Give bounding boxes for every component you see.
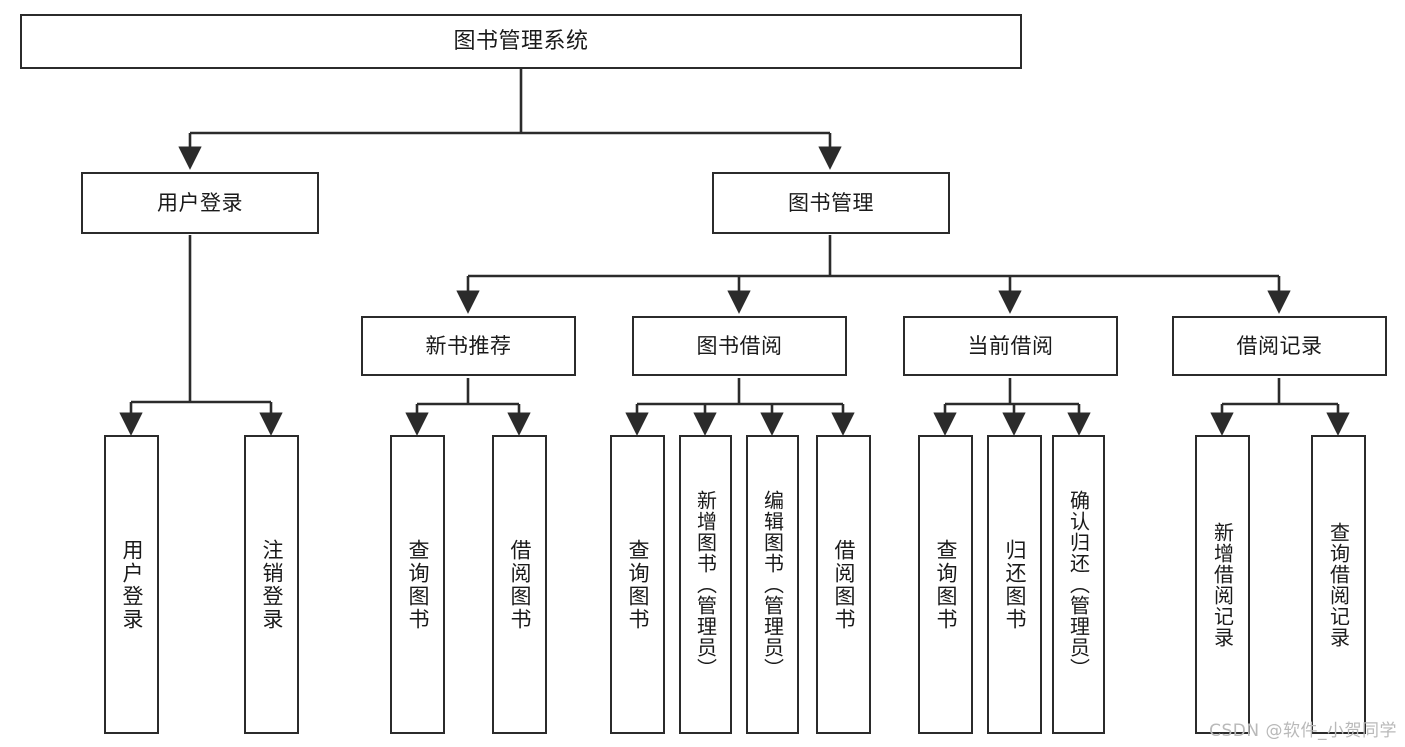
node-label: 图书管理: [788, 190, 874, 215]
node-book-borrow[interactable]: 图书借阅: [632, 316, 847, 376]
node-label: 归还图书: [1003, 538, 1027, 631]
leaf-add-borrow-record[interactable]: 新增借阅记录: [1195, 435, 1250, 734]
node-label: 查询借阅记录: [1326, 521, 1351, 648]
leaf-query-book-current[interactable]: 查询图书: [918, 435, 973, 734]
node-label: 新增借阅记录: [1210, 521, 1235, 648]
watermark-text: CSDN @软件_小贺同学: [1209, 721, 1397, 741]
leaf-edit-book-admin[interactable]: 编辑图书（管理员）: [746, 435, 799, 734]
node-label: 新增图书（管理员）: [693, 490, 718, 679]
leaf-logout[interactable]: 注销登录: [244, 435, 299, 734]
leaf-add-book-admin[interactable]: 新增图书（管理员）: [679, 435, 732, 734]
leaf-query-book-borrow[interactable]: 查询图书: [610, 435, 665, 734]
node-book-management[interactable]: 图书管理: [712, 172, 950, 234]
leaf-user-login[interactable]: 用户登录: [104, 435, 159, 734]
leaf-confirm-return-admin[interactable]: 确认归还（管理员）: [1052, 435, 1105, 734]
leaf-query-book-recommend[interactable]: 查询图书: [390, 435, 445, 734]
node-label: 查询图书: [406, 538, 430, 631]
node-root-system[interactable]: 图书管理系统: [20, 14, 1022, 69]
node-label: 查询图书: [626, 538, 650, 631]
node-label: 借阅图书: [508, 538, 532, 631]
node-label: 用户登录: [157, 190, 243, 215]
node-label: 当前借阅: [967, 333, 1054, 358]
node-label: 确认归还（管理员）: [1066, 490, 1091, 679]
node-label: 图书借阅: [696, 333, 783, 358]
node-label: 借阅记录: [1236, 333, 1323, 358]
node-label: 查询图书: [934, 538, 958, 631]
node-label: 借阅图书: [832, 538, 856, 631]
node-label: 编辑图书（管理员）: [760, 490, 785, 679]
leaf-borrow-book[interactable]: 借阅图书: [816, 435, 871, 734]
node-label: 图书管理系统: [453, 28, 589, 54]
node-label: 新书推荐: [425, 333, 512, 358]
node-user-login[interactable]: 用户登录: [81, 172, 319, 234]
node-borrow-record[interactable]: 借阅记录: [1172, 316, 1387, 376]
leaf-return-book[interactable]: 归还图书: [987, 435, 1042, 734]
node-label: 注销登录: [260, 538, 284, 631]
node-current-borrow[interactable]: 当前借阅: [903, 316, 1118, 376]
leaf-borrow-book-recommend[interactable]: 借阅图书: [492, 435, 547, 734]
node-label: 用户登录: [120, 538, 144, 631]
node-new-book-recommend[interactable]: 新书推荐: [361, 316, 576, 376]
leaf-query-borrow-record[interactable]: 查询借阅记录: [1311, 435, 1366, 734]
